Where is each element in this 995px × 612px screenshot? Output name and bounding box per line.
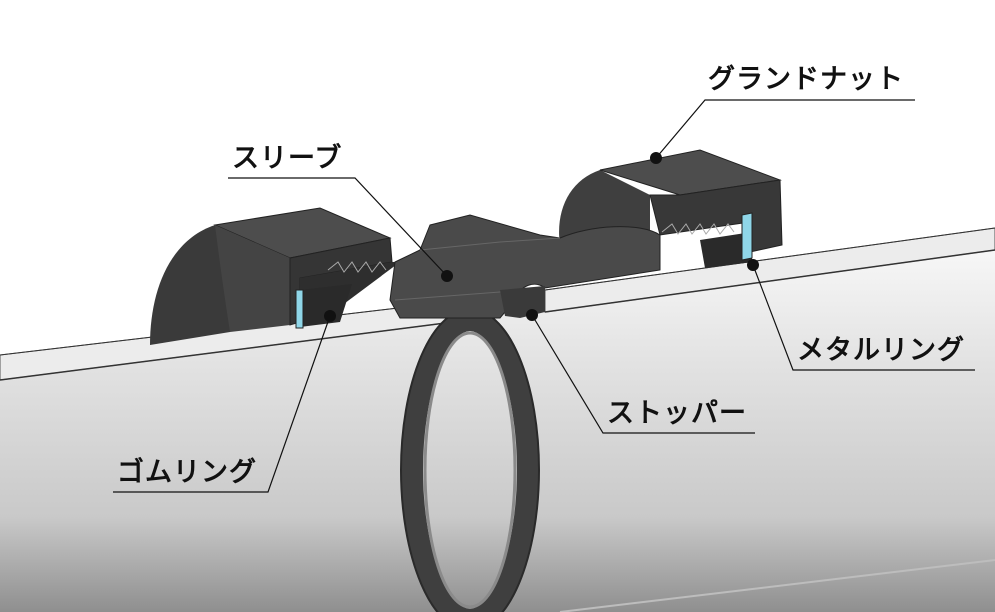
rubber-ring-left (300, 284, 352, 327)
label-stopper: ストッパー (607, 398, 747, 429)
dot-sleeve (441, 270, 453, 282)
leader-stopper (531, 314, 755, 434)
leader-metal-ring (752, 264, 975, 371)
leader-sleeve (228, 177, 448, 277)
label-sleeve: スリーブ (232, 143, 343, 174)
label-gland-nut: グランドナット (708, 64, 904, 95)
dot-metal-ring (747, 259, 759, 271)
metal-ring-right (741, 212, 753, 261)
leader-dots (324, 152, 759, 322)
sleeve-body (389, 214, 661, 319)
leader-rubber-ring (113, 315, 331, 493)
gland-nut-right (559, 149, 783, 253)
leader-gland-nut (655, 99, 915, 159)
pipe-body (0, 227, 995, 612)
rubber-ring-right (700, 232, 752, 268)
dot-stopper (526, 309, 538, 321)
label-rubber-ring: ゴムリング (117, 457, 257, 488)
dot-rubber-ring (324, 310, 336, 322)
dot-gland-nut (650, 152, 662, 164)
label-metal-ring: メタルリング (797, 335, 965, 366)
metal-ring-left (295, 289, 304, 329)
leader-lines (113, 99, 975, 493)
